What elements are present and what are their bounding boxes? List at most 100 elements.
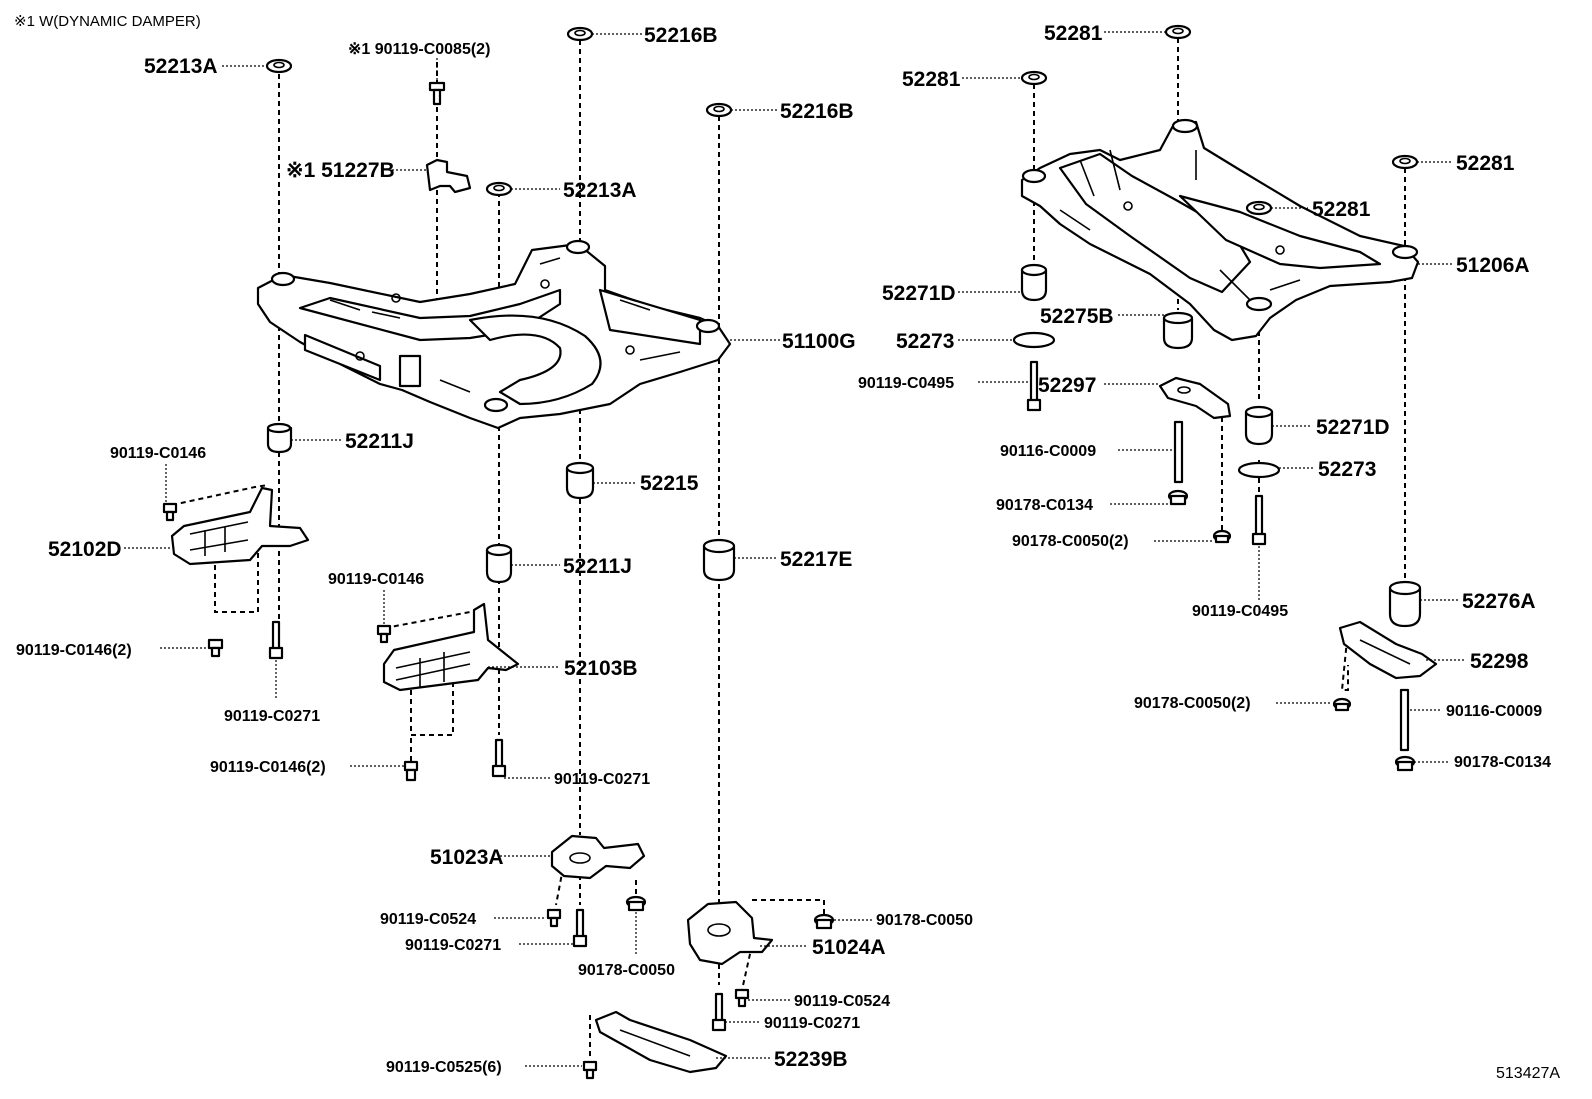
- nut-90178-c0050-b: [813, 913, 835, 930]
- bracket-51024a: [686, 900, 774, 966]
- label-52213a-mid: 52213A: [563, 179, 637, 202]
- label-52298: 52298: [1470, 650, 1529, 673]
- bushing-52211j-a: [266, 422, 293, 454]
- label-90178-c0050-a: 90178-C0050: [578, 962, 675, 979]
- label-90119-c0271-b: 90119-C0271: [554, 771, 650, 788]
- label-90119-c0524-a: 90119-C0524: [380, 911, 476, 928]
- label-52239b: 52239B: [774, 1048, 848, 1071]
- bolt-90119-c0271-d: [711, 992, 727, 1032]
- nut-90178-c0134-a: [1167, 489, 1189, 506]
- label-90178-c0134-a: 90178-C0134: [996, 497, 1093, 514]
- bolt-90119-c0271-c: [572, 908, 588, 948]
- label-52273-b: 52273: [1318, 458, 1376, 481]
- label-90119-c0146-2a: 90119-C0146(2): [16, 642, 132, 659]
- label-90178-c0050-2a: 90178-C0050(2): [1012, 533, 1129, 550]
- bolt-90119-c0495-b: [1251, 494, 1267, 546]
- label-90119-c0271-c: 90119-C0271: [405, 937, 501, 954]
- bolt-90119-c0524-a: [546, 908, 562, 928]
- label-51206a: 51206A: [1456, 254, 1530, 277]
- rear-crossmember-51206a: [1020, 118, 1420, 342]
- label-90119-c0495-b: 90119-C0495: [1192, 603, 1288, 620]
- front-crossmember-51100g: [256, 239, 732, 430]
- bolt-90119-c0524-b: [734, 988, 750, 1008]
- label-90119-c0085: ※1 90119-C0085(2): [348, 41, 490, 58]
- label-52281-a: 52281: [1044, 22, 1103, 45]
- damper-note: ※1 W(DYNAMIC DAMPER): [14, 13, 201, 30]
- diagram-reference: 513427A: [1496, 1065, 1560, 1082]
- nut-52281-a: [1164, 24, 1192, 40]
- bracket-51023a: [550, 834, 646, 880]
- dynamic-damper-52103b: [382, 602, 520, 692]
- label-52273-a: 52273: [896, 330, 954, 353]
- bushing-52215: [565, 461, 595, 500]
- label-52216b-b: 52216B: [780, 100, 854, 123]
- label-52276a: 52276A: [1462, 590, 1536, 613]
- nut-52281-c: [1391, 154, 1419, 170]
- stud-90116-c0009-b: [1399, 688, 1410, 752]
- bolt-90119-c0085: [428, 81, 446, 106]
- plate-52297: [1158, 376, 1232, 420]
- bushing-52217e: [702, 538, 736, 582]
- bolt-90119-c0146-2b: [403, 760, 419, 782]
- dynamic-damper-52102d: [170, 486, 310, 566]
- label-51227b: ※1 51227B: [286, 159, 395, 182]
- label-52297: 52297: [1038, 374, 1096, 397]
- nut-52213a-top: [265, 58, 293, 74]
- bolt-90119-c0525: [582, 1060, 598, 1080]
- label-52271d-b: 52271D: [1316, 416, 1390, 439]
- label-90119-c0524-b: 90119-C0524: [794, 993, 890, 1010]
- label-90119-c0271-a: 90119-C0271: [224, 708, 320, 725]
- stud-90116-c0009-a: [1173, 420, 1184, 484]
- label-90119-c0146-2b: 90119-C0146(2): [210, 759, 326, 776]
- washer-52273-b: [1237, 461, 1281, 479]
- label-52271d-a: 52271D: [882, 282, 956, 305]
- rear-assembly-lines: [1033, 38, 1406, 691]
- label-90119-c0271-d: 90119-C0271: [764, 1015, 860, 1032]
- label-51024a: 51024A: [812, 936, 886, 959]
- bolt-90119-c0146-b: [376, 624, 392, 644]
- bracket-51227b: [425, 158, 472, 194]
- label-52281-c: 52281: [1456, 152, 1515, 175]
- bolt-90119-c0271-a: [268, 620, 284, 660]
- bushing-52276a: [1388, 580, 1422, 628]
- label-90119-c0525: 90119-C0525(6): [386, 1059, 502, 1076]
- label-90178-c0050-b: 90178-C0050: [876, 912, 973, 929]
- nut-52281-d: [1245, 200, 1273, 216]
- part-labels: 52213A ※1 90119-C0085(2) 52216B 52216B ※…: [16, 22, 1551, 1076]
- label-90119-c0146-a: 90119-C0146: [110, 445, 206, 462]
- label-52103b: 52103B: [564, 657, 638, 680]
- bolt-90119-c0495-a: [1026, 360, 1042, 412]
- label-52281-d: 52281: [1312, 198, 1371, 221]
- label-52102d: 52102D: [48, 538, 122, 561]
- label-90116-c0009-a: 90116-C0009: [1000, 443, 1096, 460]
- label-90178-c0050-2b: 90178-C0050(2): [1134, 695, 1251, 712]
- label-51100g: 51100G: [782, 330, 856, 353]
- label-52281-b: 52281: [902, 68, 961, 91]
- nut-52213a-mid: [485, 181, 513, 197]
- nut-52216b-b: [705, 102, 733, 118]
- bolt-90119-c0146-2a: [207, 638, 224, 658]
- label-52275b: 52275B: [1040, 305, 1114, 328]
- label-52211j-a: 52211J: [345, 430, 414, 453]
- washer-52273-a: [1012, 331, 1056, 349]
- label-90119-c0495-a: 90119-C0495: [858, 375, 954, 392]
- bushing-52271d-a: [1020, 263, 1048, 302]
- label-52216b-a: 52216B: [644, 24, 718, 47]
- bushing-52275b: [1162, 311, 1194, 350]
- label-52215: 52215: [640, 472, 699, 495]
- nut-90178-c0050-2a: [1212, 529, 1232, 544]
- plate-52298: [1338, 620, 1438, 680]
- nut-52216b-a: [566, 26, 594, 42]
- label-52211j-b: 52211J: [563, 555, 632, 578]
- bolt-90119-c0146-a: [162, 502, 178, 522]
- label-90116-c0009-b: 90116-C0009: [1446, 703, 1542, 720]
- bushing-52271d-b: [1244, 405, 1274, 446]
- label-52213a-top: 52213A: [144, 55, 218, 78]
- plate-52239b: [594, 1010, 728, 1074]
- bushing-52211j-b: [485, 543, 513, 584]
- label-90119-c0146-b: 90119-C0146: [328, 571, 424, 588]
- label-51023a: 51023A: [430, 846, 504, 869]
- nut-90178-c0134-b: [1394, 755, 1416, 772]
- nut-52281-b: [1020, 70, 1048, 86]
